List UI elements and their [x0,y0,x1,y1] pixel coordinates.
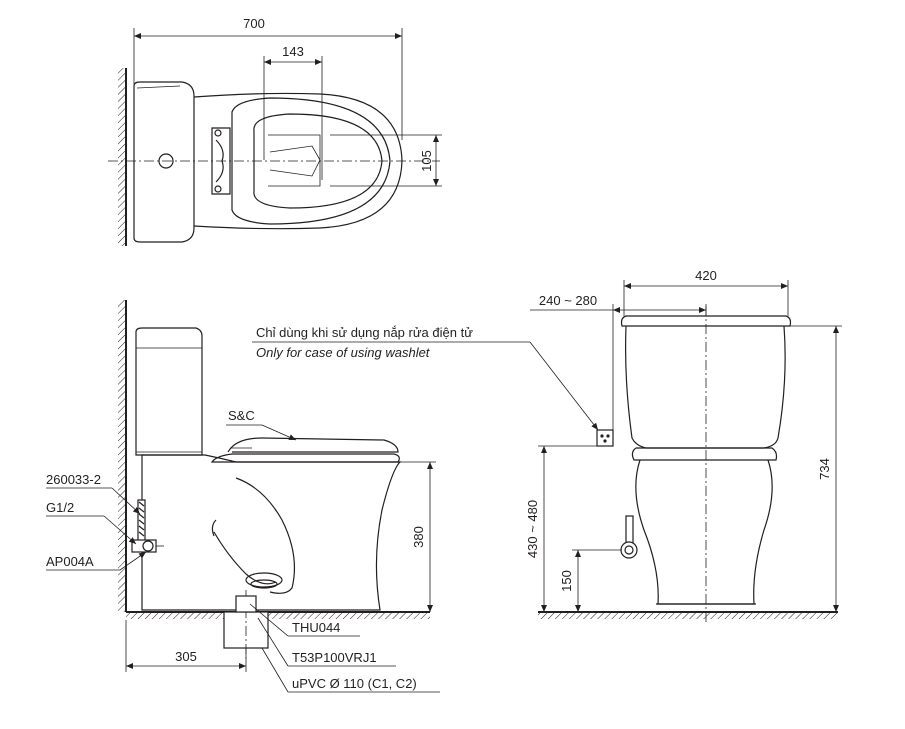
note-washlet-en: Only for case of using washlet [256,345,431,360]
dim-rough-in: 305 [175,649,197,664]
dim-washlet-outlet-offset: 240 ~ 280 [539,293,597,308]
dim-seat-opening-length: 143 [282,44,304,59]
label-flange: THU044 [292,620,340,635]
front-view: 420 240 ~ 280 734 430 ~ 480 150 Chỉ dùng… [252,268,842,624]
label-drain-pipe: uPVC Ø 110 (C1, C2) [292,676,417,691]
dim-seat-height: 380 [411,526,426,548]
dim-overall-width: 420 [695,268,717,283]
label-fixing: T53P100VRJ1 [292,650,377,665]
label-supply-hose: 260033-2 [46,472,101,487]
dim-overall-height: 734 [817,458,832,480]
top-view: 700 143 105 [108,16,442,246]
dim-washlet-outlet-height: 430 ~ 480 [525,500,540,558]
dim-seat-opening-width: 105 [419,150,434,172]
dim-supply-height: 150 [559,570,574,592]
note-washlet-vi: Chỉ dùng khi sử dụng nắp rửa điện tử [256,325,473,340]
side-view: 380 305 S&C 260033-2 G1/2 AP004A THU044 … [46,300,440,693]
label-stop-valve: AP004A [46,554,94,569]
label-seat-cover: S&C [228,408,255,423]
label-thread: G1/2 [46,500,74,515]
dim-overall-length: 700 [243,16,265,31]
